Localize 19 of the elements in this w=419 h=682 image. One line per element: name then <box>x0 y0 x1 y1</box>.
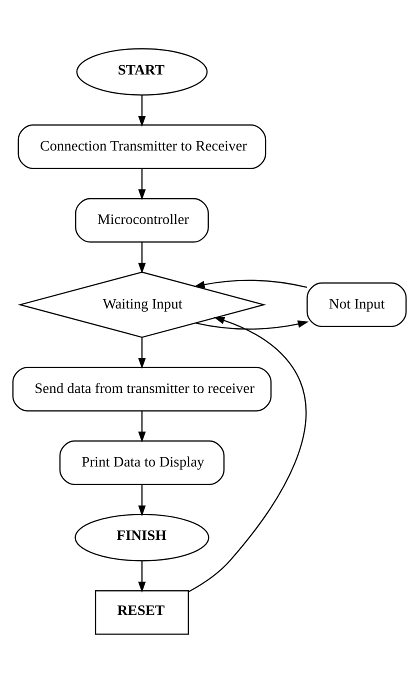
arrow <box>188 316 307 592</box>
arrow <box>196 320 309 330</box>
node-ellipse: START <box>76 48 208 96</box>
node-box: Microcontroller <box>75 198 209 242</box>
node-diamond: Waiting Input <box>18 271 266 338</box>
arrow <box>138 336 146 368</box>
node-box: Send data from transmitter to receiver <box>12 366 272 411</box>
node-box: Print Data to Display <box>59 440 225 485</box>
arrow <box>138 242 146 274</box>
node-box: RESET <box>94 590 189 634</box>
node-box: Connection Transmitter to Receiver <box>18 124 266 169</box>
node-ellipse: FINISH <box>74 513 210 561</box>
arrow <box>138 94 146 126</box>
arrow <box>138 484 146 516</box>
arrow <box>138 560 146 592</box>
arrow <box>138 410 146 442</box>
arrow <box>138 168 146 200</box>
node-box: Not Input <box>306 282 407 327</box>
arrow <box>194 279 308 288</box>
